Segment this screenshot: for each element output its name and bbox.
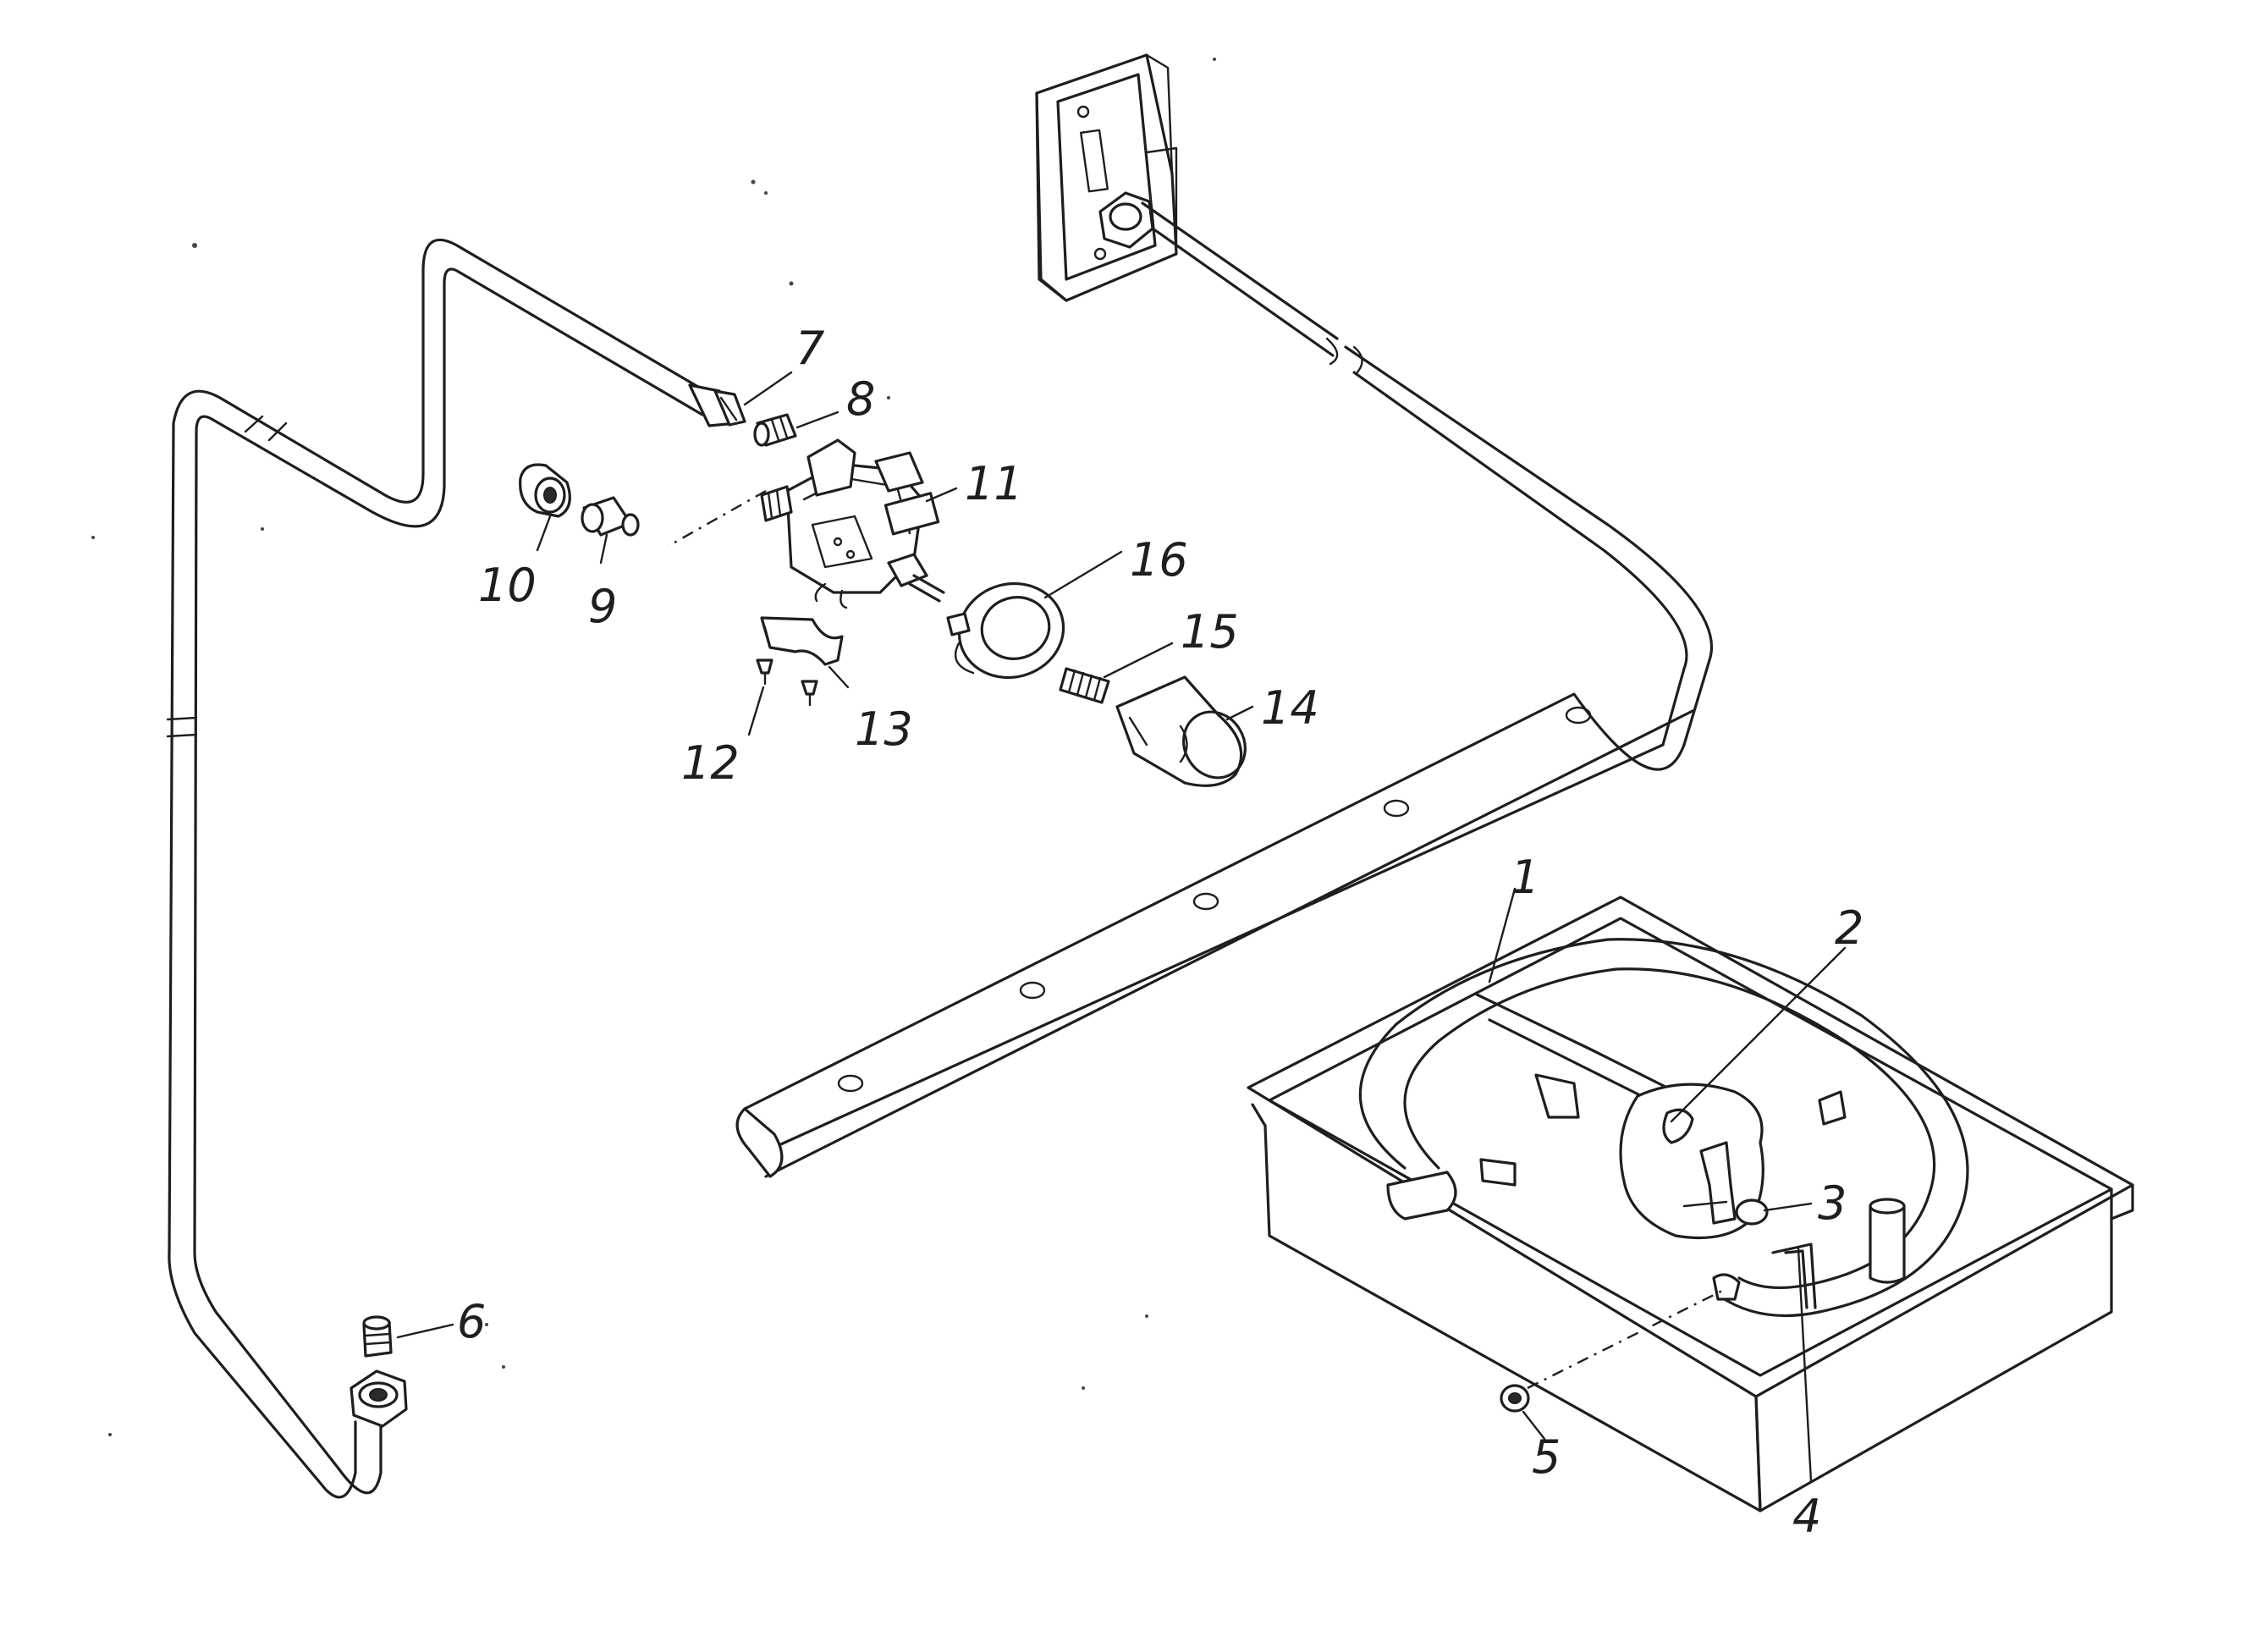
flare-nut-bottom: [350, 1369, 408, 1428]
burner-ring-1: [1358, 938, 1969, 1318]
part-13-bracket: [760, 616, 844, 666]
part-12-screws: [756, 658, 818, 707]
callout-15: 15: [1181, 605, 1239, 658]
callout-12: 12: [681, 736, 740, 790]
axis-line-nut-5: [1527, 1289, 1723, 1390]
fitting-7: [688, 383, 746, 427]
leader-lines: [396, 371, 1847, 1483]
left-gas-tube: [166, 238, 704, 1499]
callout-4: 4: [1792, 1490, 1821, 1543]
callout-6: 6: [457, 1295, 486, 1348]
right-gas-tube: [1141, 201, 1714, 747]
callout-numbers: 1 2 3 4 5 6 7 8 9 10 11 12 13 14 15 16: [457, 322, 1863, 1543]
scan-specks: [91, 58, 1216, 1436]
callout-14: 14: [1261, 681, 1319, 735]
part-10-nut: [519, 463, 571, 518]
callout-10: 10: [478, 559, 537, 612]
part-8-fitting: [753, 413, 797, 447]
part-15-stem: [1059, 667, 1110, 704]
burner-rail: [735, 692, 1694, 1178]
callout-5: 5: [1532, 1430, 1561, 1484]
callout-2: 2: [1835, 901, 1863, 955]
callout-16: 16: [1130, 533, 1188, 587]
part-16-bezel: [946, 581, 1065, 680]
post-and-igniter: [1712, 1198, 1906, 1309]
wall-plate: [1035, 53, 1178, 302]
callout-11: 11: [965, 457, 1023, 510]
callout-7: 7: [795, 322, 824, 375]
callout-9: 9: [588, 580, 617, 633]
cutaway-area: [1619, 1083, 1769, 1239]
part-14-knob: [1115, 675, 1247, 787]
callout-3: 3: [1818, 1176, 1847, 1230]
callout-8: 8: [846, 372, 875, 426]
insert-6: [362, 1315, 393, 1358]
callout-13: 13: [855, 703, 913, 756]
part-5-nut: [1500, 1384, 1530, 1413]
axis-line-valve: [668, 489, 767, 548]
part-9-sleeve: [581, 496, 640, 537]
callout-1: 1: [1511, 851, 1539, 904]
gas-valve-11: [760, 438, 945, 609]
